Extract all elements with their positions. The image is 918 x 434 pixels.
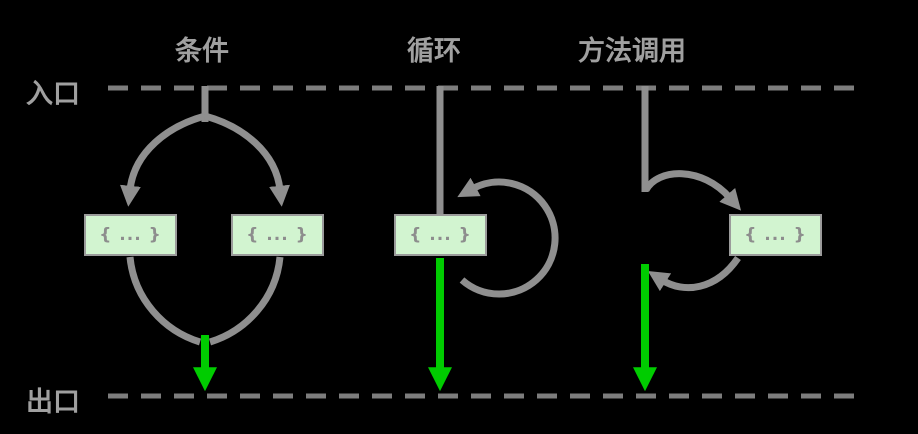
entry-label: 入口 <box>26 79 80 110</box>
loop-back-arrow <box>457 177 559 298</box>
condition-branch-left-arrow <box>120 112 206 207</box>
code-block-box-condition-left: { ... } <box>84 214 177 256</box>
condition-merge-right-curve <box>208 256 284 346</box>
condition-branch-right-arrow <box>204 112 290 207</box>
code-block-box-condition-right: { ... } <box>231 214 324 256</box>
condition-merge-left-curve <box>126 256 202 346</box>
diagram-title-loop: 循环 <box>407 36 461 67</box>
diagram-title-condition: 条件 <box>175 36 229 67</box>
code-block-box-loop: { ... } <box>394 214 487 256</box>
diagram-title-method-call: 方法调用 <box>578 36 686 67</box>
exit-label: 出口 <box>26 387 80 418</box>
method-call-arrow <box>642 170 742 211</box>
method-return-arrow <box>647 255 741 292</box>
code-block-box-method-call: { ... } <box>729 214 822 256</box>
